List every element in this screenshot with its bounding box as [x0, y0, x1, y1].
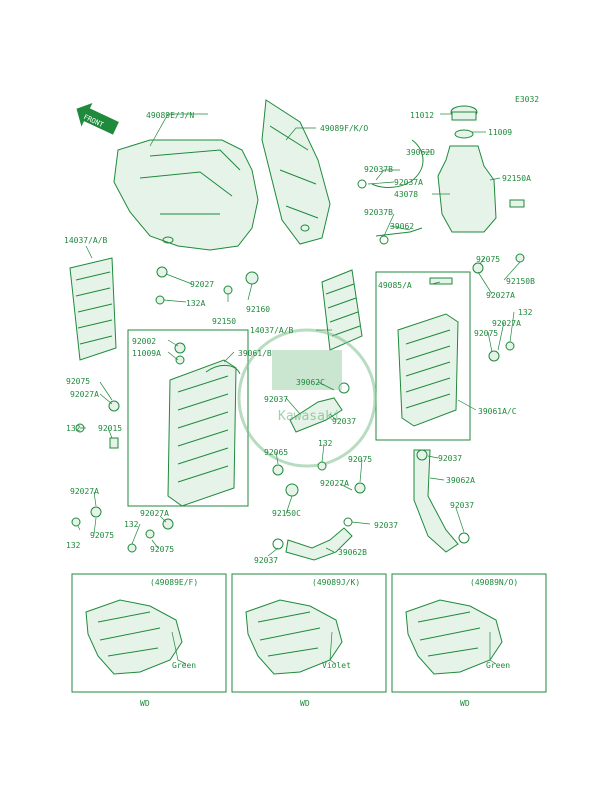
variant-1-model: WD [140, 699, 150, 708]
clamp-92037B-2 [379, 235, 389, 245]
radiator-guard-left [69, 257, 117, 361]
label-132-l1: 132 [66, 424, 81, 433]
label-132A: 132A [186, 299, 205, 308]
label-92037-r: 92037 [438, 454, 462, 463]
label-92015: 92015 [98, 424, 122, 433]
box-39061AC [375, 271, 471, 441]
variant-panel-3: (49089N/O) Green WD [391, 573, 547, 708]
hose-39062D [371, 139, 424, 188]
clamp-92037-bot [272, 538, 284, 550]
label-92037-r2: 92037 [374, 521, 398, 530]
logo-text: Kawasaki [278, 409, 341, 424]
label-92075-topr: 92075 [476, 255, 500, 264]
variant-2-model: WD [300, 699, 310, 708]
reservoir-tank [437, 105, 525, 233]
label-92065: 92065 [264, 448, 288, 457]
label-92027A-l1: 92027A [70, 390, 99, 399]
fasteners [71, 253, 525, 553]
label-92037B: 92037B [364, 165, 393, 174]
label-92037-rb: 92037 [450, 501, 474, 510]
label-92027A-r2: 92027A [492, 319, 521, 328]
label-92002: 92002 [132, 337, 156, 346]
leader-lines [77, 113, 521, 557]
hose-39062B [285, 527, 353, 561]
radiator-left [167, 359, 241, 507]
label-39061AC: 39061A/C [478, 407, 517, 416]
label-92075-l2: 92075 [90, 531, 114, 540]
front-arrow: FRONT [76, 102, 119, 135]
label-92075-mid: 92075 [348, 455, 372, 464]
label-39062: 39062 [390, 222, 414, 231]
hose-39062C [289, 397, 343, 433]
clamp-92037B [357, 179, 367, 189]
variant-3-model: WD [460, 699, 470, 708]
variant-3-code: (49089N/O) [470, 578, 518, 587]
label-14037AB-left: 14037/A/B [64, 236, 108, 245]
shroud-left [113, 139, 259, 251]
label-92150C: 92150C [272, 509, 301, 518]
label-92027-top: 92027 [190, 280, 214, 289]
label-92037A-top: 92037A [394, 178, 423, 187]
label-92027A-l2: 92027A [70, 487, 99, 496]
variant-1-color: Green [172, 661, 196, 670]
label-49089FKO: 49089F/K/O [320, 124, 368, 133]
label-92037-mid2: 92037 [332, 417, 356, 426]
label-132-r: 132 [518, 308, 533, 317]
diagram-code: E3032 [515, 95, 539, 104]
hose-39062 [375, 227, 423, 237]
variant-1-code: (49089E/F) [150, 578, 198, 587]
box-39061B [127, 329, 249, 507]
label-39062D: 39062D [406, 148, 435, 157]
label-132-mid: 132 [318, 439, 333, 448]
label-39061B: 39061/B [238, 349, 272, 358]
variant-3-color: Green [486, 661, 510, 670]
label-92027A-mid: 92027A [320, 479, 349, 488]
clamp-92037-r2 [343, 517, 353, 527]
label-92027A-l3: 92027A [140, 509, 169, 518]
label-39062C: 39062C [296, 378, 325, 387]
label-92027A-r1: 92027A [486, 291, 515, 300]
kawasaki-logo: Kawasaki [237, 328, 377, 468]
label-132-l2: 132 [66, 541, 81, 550]
label-92150: 92150 [212, 317, 236, 326]
part-labels: 49089E/J/N 49089F/K/O 11012 11009 39062D… [64, 111, 535, 565]
label-11012: 11012 [410, 111, 434, 120]
label-92075-l3: 92075 [150, 545, 174, 554]
label-92150B: 92150B [506, 277, 535, 286]
label-49089EJN: 49089E/J/N [146, 111, 194, 120]
label-11009: 11009 [488, 128, 512, 137]
radiator-right [397, 313, 459, 427]
shroud-right [261, 99, 331, 245]
label-92160: 92160 [246, 305, 270, 314]
label-92075-l1: 92075 [66, 377, 90, 386]
variant-2-code: (49089J/K) [312, 578, 360, 587]
label-92037B-2: 92037B [364, 208, 393, 217]
label-14037AB-mid: 14037/A/B [250, 326, 294, 335]
variant-panel-1: (49089E/F) Green WD [71, 573, 227, 708]
label-39062B: 39062B [338, 548, 367, 557]
variant-2-color: Violet [322, 661, 351, 670]
variant-panel-2: (49089J/K) Violet WD [231, 573, 387, 708]
label-49085A: 49085/A [378, 281, 412, 290]
label-43078: 43078 [394, 190, 418, 199]
label-132-l3: 132 [124, 520, 139, 529]
label-39062A: 39062A [446, 476, 475, 485]
clamp-92037-rb [458, 532, 470, 544]
label-92037-bot: 92037 [254, 556, 278, 565]
hose-39062A [413, 449, 459, 553]
label-92037-mid1: 92037 [264, 395, 288, 404]
label-92075-r: 92075 [474, 329, 498, 338]
clamp-92037-r [416, 449, 428, 461]
label-11009A: 11009A [132, 349, 161, 358]
label-92150A: 92150A [502, 174, 531, 183]
